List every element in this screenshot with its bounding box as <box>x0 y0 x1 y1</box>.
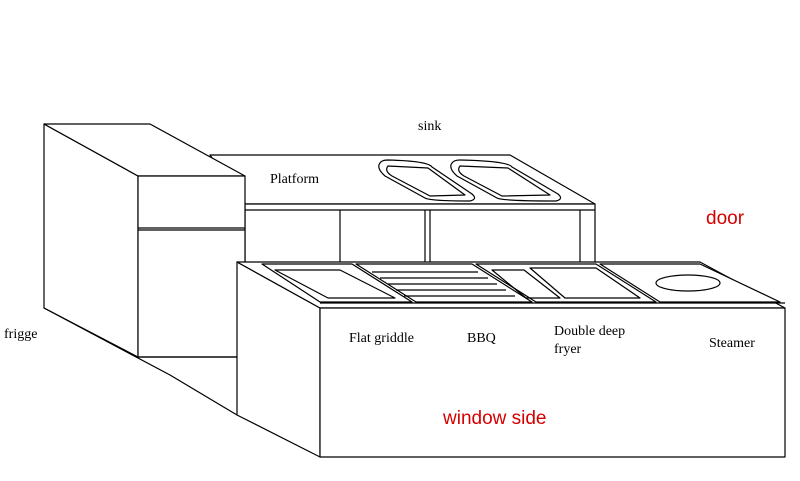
double-deep-fryer-label-line2: fryer <box>554 342 582 357</box>
sink-label: sink <box>418 119 441 134</box>
frigge-label: frigge <box>4 327 37 342</box>
back-counter <box>209 154 596 262</box>
double-deep-fryer-station <box>475 263 657 303</box>
flat-griddle-label: Flat griddle <box>349 331 414 346</box>
steamer-station <box>599 263 781 303</box>
sink-basin-2 <box>450 159 562 202</box>
double-deep-fryer-label-line1: Double deep <box>554 324 625 339</box>
door-label: door <box>706 208 745 229</box>
sink-basin-1 <box>378 159 476 202</box>
flat-griddle-station <box>261 263 413 303</box>
fridge <box>43 123 246 416</box>
window-side-label: window side <box>442 408 547 429</box>
front-counter-front <box>319 307 786 458</box>
platform-label: Platform <box>270 172 319 187</box>
bbq-station <box>355 263 533 303</box>
front-counter <box>236 261 786 458</box>
steamer-label: Steamer <box>709 336 755 351</box>
fridge-front <box>137 175 246 358</box>
bbq-label: BBQ <box>467 331 496 346</box>
back-counter-edge <box>244 203 596 211</box>
steamer-lid <box>655 274 721 292</box>
fridge-base-line <box>43 307 238 416</box>
